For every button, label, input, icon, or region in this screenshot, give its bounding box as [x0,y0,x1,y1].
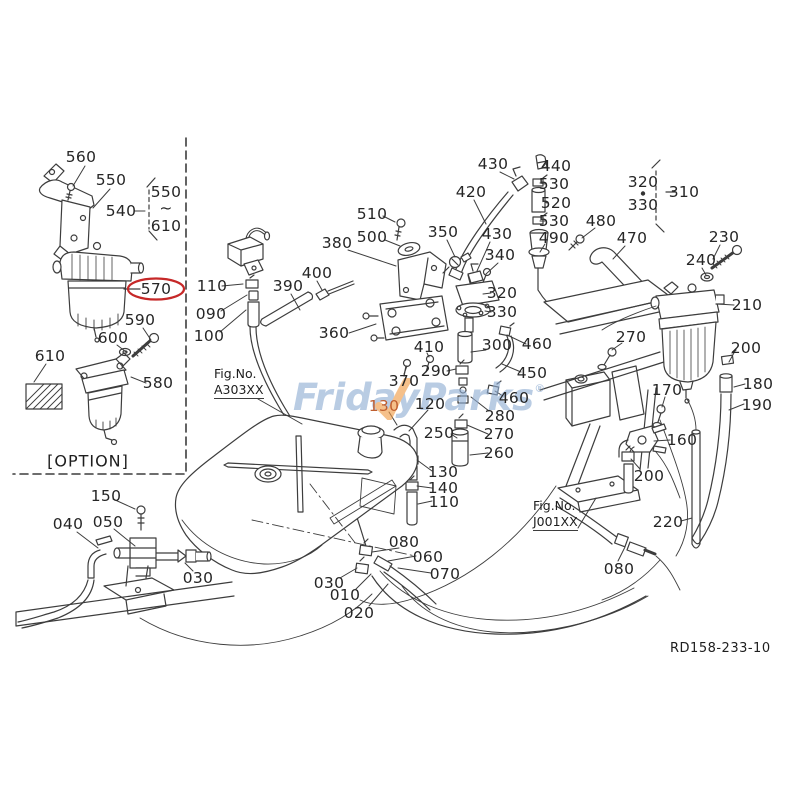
fig-ref-line2: J001XX [533,514,578,532]
valve-160-assembly [555,404,681,591]
highlight-ellipse-570 [123,277,186,301]
fig-ref-line1: Fig.No. [533,498,576,513]
fuel-filter-580 [75,352,131,446]
fig-ref-a303xx: Fig.No. A303XX [214,366,264,400]
engine-frame [539,234,688,557]
tank-outlet-fittings [354,538,647,635]
delivery-pipe-390 [260,280,355,327]
diagram-code: RD158-233-10 [670,641,771,656]
fig-ref-line1: Fig.No. [214,366,257,381]
fig-ref-line2: A303XX [214,382,264,400]
range-bracket [146,177,158,241]
fuel-tank [174,414,419,575]
joint-body-assembly [442,252,515,467]
fuel-filter-210 [601,244,743,404]
leader-lines [33,161,746,607]
bracket-380-assembly [362,218,449,377]
fuel-hose-420-chain [448,154,561,315]
hose-sweeps [359,485,661,634]
fuel-cock-assembly [15,505,373,646]
reserve-tank-assembly [227,227,367,547]
fuel-pipes-right [686,349,737,549]
bolt-590 [118,332,160,358]
option-box-border [12,137,187,475]
gasket-610-hatched [25,383,63,410]
ref-bracket-310 [640,159,677,233]
mount-bracket-assembly [38,163,95,265]
option-label: [OPTION] [47,451,129,471]
fuel-filter-570 [52,241,145,343]
fig-ref-j001xx: Fig.No. J001XX [533,498,578,532]
